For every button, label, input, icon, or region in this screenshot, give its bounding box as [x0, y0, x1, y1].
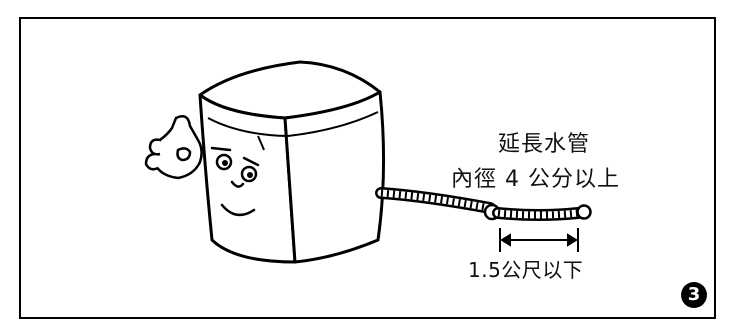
- length-dimension: [499, 228, 579, 252]
- illustration-frame: [19, 17, 716, 319]
- hand: [144, 115, 203, 180]
- hose-title-label: 延長水管: [498, 132, 591, 157]
- hose-diameter-label: 內徑 4 公分以上: [451, 167, 620, 192]
- extension-hose: [492, 207, 584, 221]
- extension-length-label: 1.5公尺以下: [468, 258, 584, 282]
- step-number-badge: 3: [681, 282, 707, 308]
- drain-hose: [375, 187, 496, 214]
- hose-end: [576, 204, 592, 220]
